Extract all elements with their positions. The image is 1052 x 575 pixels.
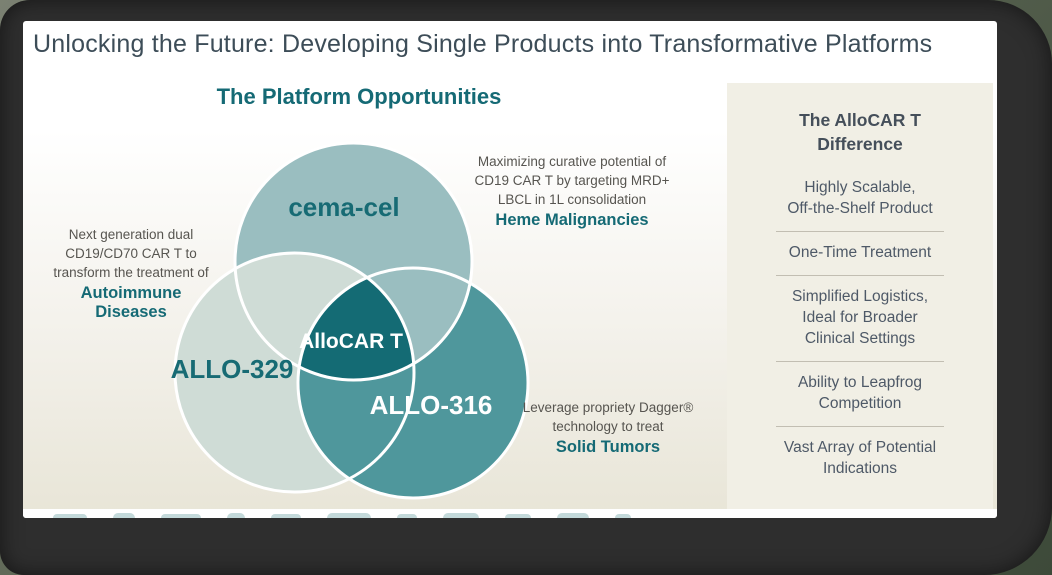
sidebar-heading: The AlloCAR T Difference <box>799 110 921 154</box>
watermark-glyph <box>53 514 87 518</box>
label-allocar-t: AlloCAR T <box>299 330 403 353</box>
watermark-glyph <box>397 514 417 518</box>
watermark-glyph <box>161 514 201 518</box>
sidebar-item-one-time: One-Time Treatment <box>788 244 932 262</box>
watermark-glyph <box>505 514 531 518</box>
sidebar-divider <box>776 231 944 233</box>
venn-right-outline <box>296 266 530 500</box>
annotation-autoimmune: Next generation dual CD19/CD70 CAR T to … <box>31 225 231 322</box>
watermark-glyph <box>271 514 301 518</box>
sidebar-item-scalable: Highly Scalable, Off-the-Shelf Product <box>787 179 933 218</box>
sidebar-item-logistics: Simplified Logistics, Ideal for Broader … <box>791 288 929 347</box>
watermark-glyph <box>227 513 245 518</box>
watermark-glyph <box>113 513 135 518</box>
slide-title: Unlocking the Future: Developing Single … <box>33 30 933 58</box>
slide: Unlocking the Future: Developing Single … <box>23 21 997 518</box>
label-allo-329: ALLO-329 <box>170 354 294 384</box>
sidebar-panel: The AlloCAR T Difference Highly Scalable… <box>727 83 993 513</box>
venn-left-right-overlap <box>298 268 414 492</box>
annotation-heme-malignancies: Maximizing curative potential of CD19 CA… <box>456 152 688 230</box>
sidebar-item-indications: Vast Array of Potential Indications <box>783 438 937 477</box>
annotation-solid-highlight: Solid Tumors <box>555 438 661 457</box>
watermark-glyph <box>443 513 479 518</box>
annotation-solid-tumors: Leverage propriety Dagger® technology to… <box>498 398 718 457</box>
annotation-heme-highlight: Heme Malignancies <box>495 211 649 230</box>
sidebar-divider <box>776 425 944 427</box>
annotation-autoimmune-description: Next generation dual CD19/CD70 CAR T to … <box>53 227 209 281</box>
sidebar-divider <box>776 360 944 362</box>
sidebar-divider <box>776 275 944 277</box>
watermark-glyph <box>615 514 631 518</box>
label-cema-cel: cema-cel <box>288 192 400 222</box>
label-allo-316: ALLO-316 <box>369 390 493 420</box>
venn-center-intersection <box>298 268 414 380</box>
watermark-glyph <box>557 513 589 518</box>
venn-right-circle <box>298 268 528 498</box>
sidebar-item-leapfrog: Ability to Leapfrog Competition <box>797 373 923 412</box>
footer-watermark <box>23 509 997 518</box>
annotation-heme-description: Maximizing curative potential of CD19 CA… <box>474 154 670 208</box>
annotation-autoimmune-highlight: Autoimmune Diseases <box>80 284 182 322</box>
section-heading: The Platform Opportunities <box>216 84 502 109</box>
annotation-solid-description: Leverage propriety Dagger® technology to… <box>522 400 694 435</box>
watermark-glyph <box>327 513 371 518</box>
